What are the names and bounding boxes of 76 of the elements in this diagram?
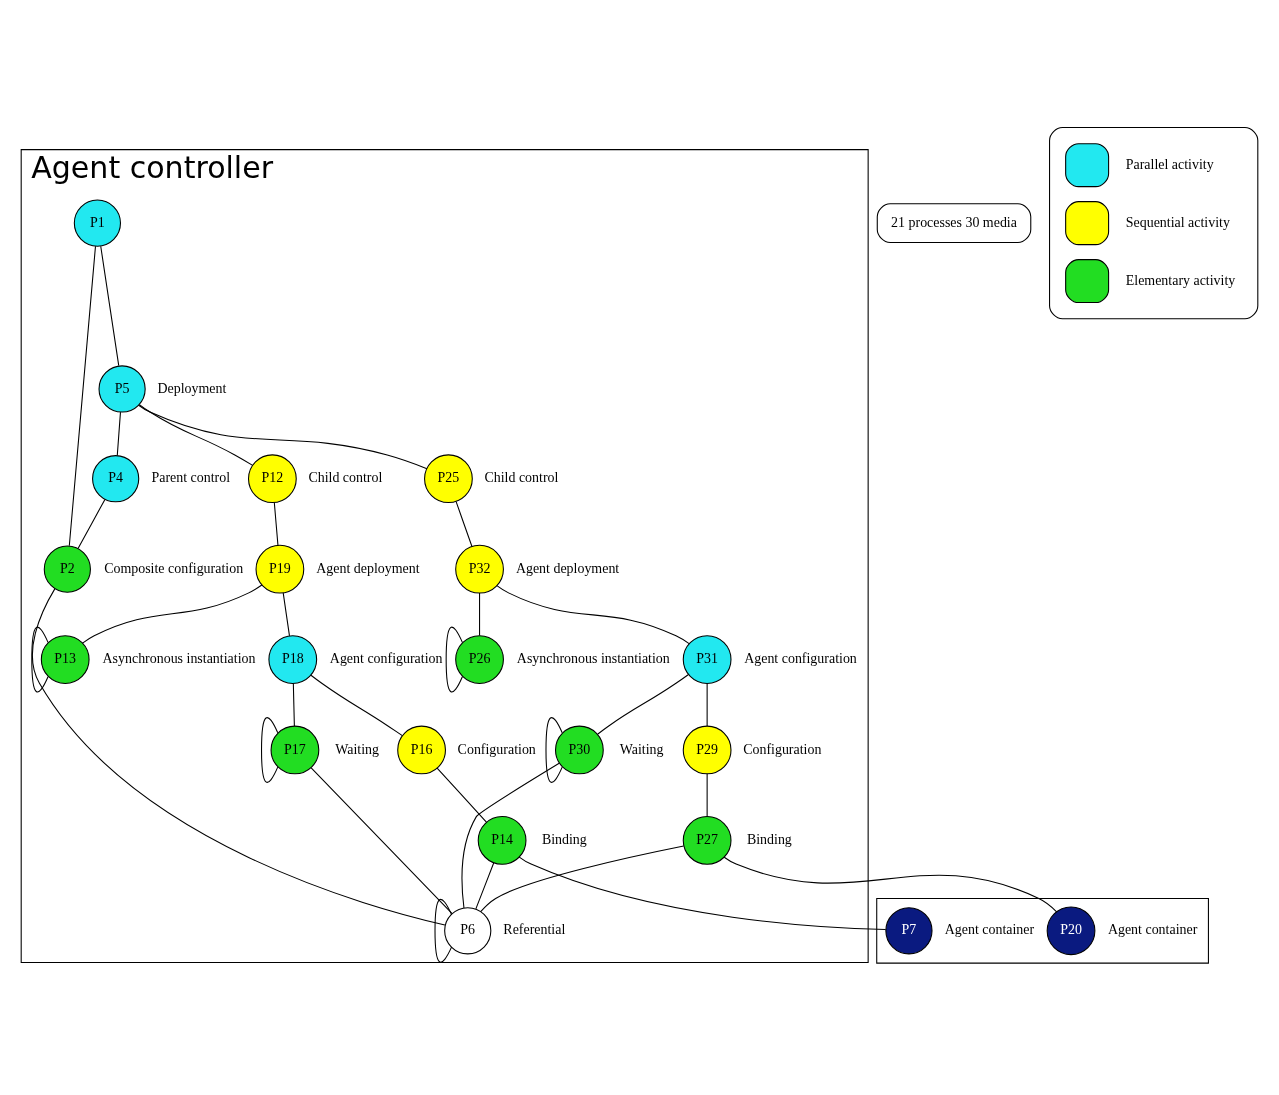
node-label: Agent container — [944, 922, 1035, 938]
node-circle: P26 — [455, 635, 504, 684]
node-label: Configuration — [457, 741, 536, 757]
connector — [706, 682, 708, 727]
node-circle: P16 — [397, 725, 446, 775]
node-circle: P1 — [73, 199, 122, 247]
connector — [479, 592, 481, 637]
node-circle: P30 — [555, 725, 604, 775]
connector — [310, 767, 453, 914]
node-label: Waiting — [335, 741, 380, 757]
legend-label: Parallel activity — [1125, 156, 1214, 172]
node-label: Waiting — [619, 741, 664, 757]
node-label: Configuration — [743, 741, 822, 757]
node-circle: P5 — [98, 365, 146, 413]
node-circle: P29 — [682, 725, 732, 775]
node-circle: P31 — [682, 635, 732, 684]
connector — [706, 773, 708, 817]
connector — [723, 856, 1058, 913]
node-label: Parent control — [151, 470, 231, 486]
node-circle: P25 — [424, 454, 473, 504]
node-circle: P4 — [92, 455, 140, 503]
node-circle: P17 — [270, 725, 320, 775]
node-label: Child control — [308, 470, 383, 486]
node-circle: P32 — [455, 544, 504, 594]
node-label: Binding — [541, 832, 587, 848]
connector — [475, 862, 495, 910]
node-label: Agent container — [1107, 922, 1198, 938]
node-circle: P7 — [885, 907, 933, 955]
node-circle: P20 — [1046, 906, 1096, 956]
node-label: Asynchronous instantiation — [516, 651, 670, 667]
connector — [292, 682, 295, 727]
node-label: Agent deployment — [316, 560, 420, 576]
connector — [597, 673, 690, 735]
connector — [261, 717, 279, 783]
node-label: Agent configuration — [744, 651, 857, 667]
cluster — [876, 897, 1209, 964]
connector — [138, 404, 254, 466]
connector — [100, 245, 120, 367]
node-label: Agent deployment — [515, 560, 620, 576]
connector — [310, 674, 403, 737]
node-circle: P27 — [682, 816, 732, 865]
connector — [480, 845, 685, 913]
node-label: Deployment — [157, 380, 227, 396]
connector — [116, 411, 121, 457]
node-label: Composite configuration — [104, 560, 244, 576]
connector — [77, 498, 106, 550]
node-circle: P19 — [255, 544, 305, 594]
connector — [68, 245, 97, 547]
node-box: 21 processes 30 media — [876, 203, 1032, 243]
node-label: Child control — [484, 470, 559, 486]
node-circle: P2 — [43, 545, 91, 593]
connector — [82, 584, 263, 644]
node-label: Referential — [503, 922, 566, 938]
connector — [545, 717, 563, 783]
connector — [273, 502, 279, 546]
node-circle: P13 — [40, 635, 90, 684]
node-label: Binding — [746, 832, 792, 848]
connector — [138, 404, 428, 470]
node-circle: P12 — [248, 454, 297, 504]
connector — [282, 592, 290, 637]
connector — [434, 898, 453, 963]
connector — [31, 626, 49, 693]
legend-label: Sequential activity — [1125, 214, 1230, 230]
connector — [445, 626, 463, 693]
node-circle: P18 — [268, 635, 318, 684]
connector — [436, 767, 488, 823]
connector — [518, 856, 887, 931]
connector — [455, 501, 473, 548]
connector — [461, 762, 560, 909]
node-circle: P6 — [444, 907, 492, 955]
connector — [496, 585, 690, 645]
connector — [31, 588, 446, 926]
legend-label: Elementary activity — [1125, 272, 1236, 288]
node-label: Agent configuration — [329, 651, 443, 667]
node-circle: P14 — [477, 816, 527, 865]
node-label: Asynchronous instantiation — [102, 651, 256, 667]
